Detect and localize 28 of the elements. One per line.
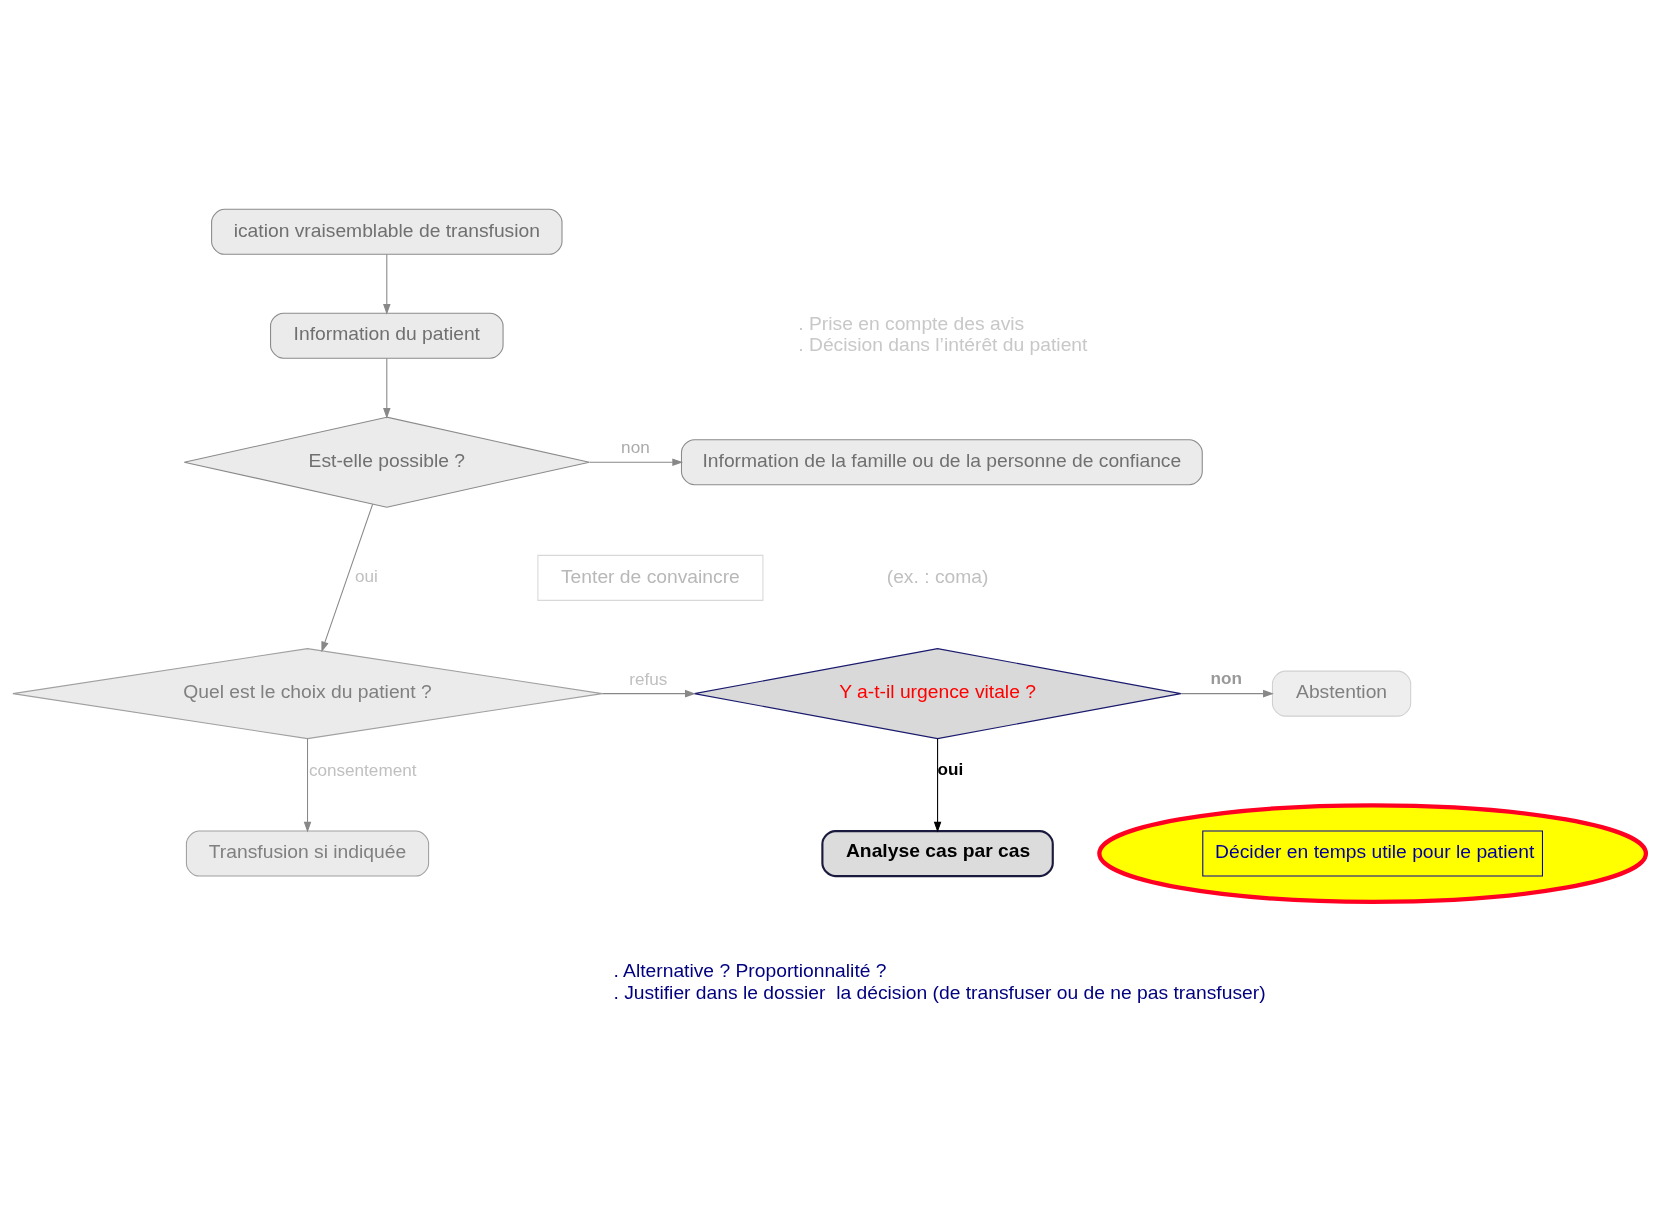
node-box: Information du patient: [270, 312, 504, 359]
node-box: Abstention: [1271, 670, 1412, 717]
arrow: [321, 503, 374, 653]
label: (ex. : coma): [886, 565, 989, 587]
edge-label: oui: [355, 565, 378, 586]
node-box: Transfusion si indiquée: [185, 830, 430, 877]
node-diamond: Y a-t-il urgence vitale ?: [693, 648, 1182, 740]
node-box: ication vraisemblable de transfusion: [211, 208, 563, 255]
arrow: [589, 458, 684, 466]
edge-label: consentement: [308, 759, 417, 780]
node-diamond: Quel est le choix du patient ?: [12, 648, 603, 740]
edge-label: non: [1210, 667, 1242, 688]
arrow: [1180, 689, 1274, 698]
arrow: [383, 357, 391, 419]
arrow: [303, 738, 312, 833]
node-diamond: Est-elle possible ?: [183, 416, 590, 508]
node-box: Analyse cas par cas: [821, 830, 1054, 878]
edge-label: non: [621, 437, 650, 458]
edge-label: oui: [937, 758, 964, 779]
node-label: . Alternative ? Proportionnalité ?: [613, 960, 887, 982]
edge-label: refus: [629, 668, 668, 689]
node-box: Information de la famille ou de la personne de confiance: [680, 439, 1203, 486]
node-label: . Justifier dans le dossier la décision (de transfuser ou de ne pas transfuser): [613, 981, 1266, 1003]
arrow: [933, 738, 942, 833]
node-ellipse: Décider en temps utile pour le patient: [1097, 803, 1649, 904]
arrow: [601, 689, 696, 698]
node-box: Tenter de convaincre: [537, 554, 764, 601]
arrow: [383, 253, 391, 315]
